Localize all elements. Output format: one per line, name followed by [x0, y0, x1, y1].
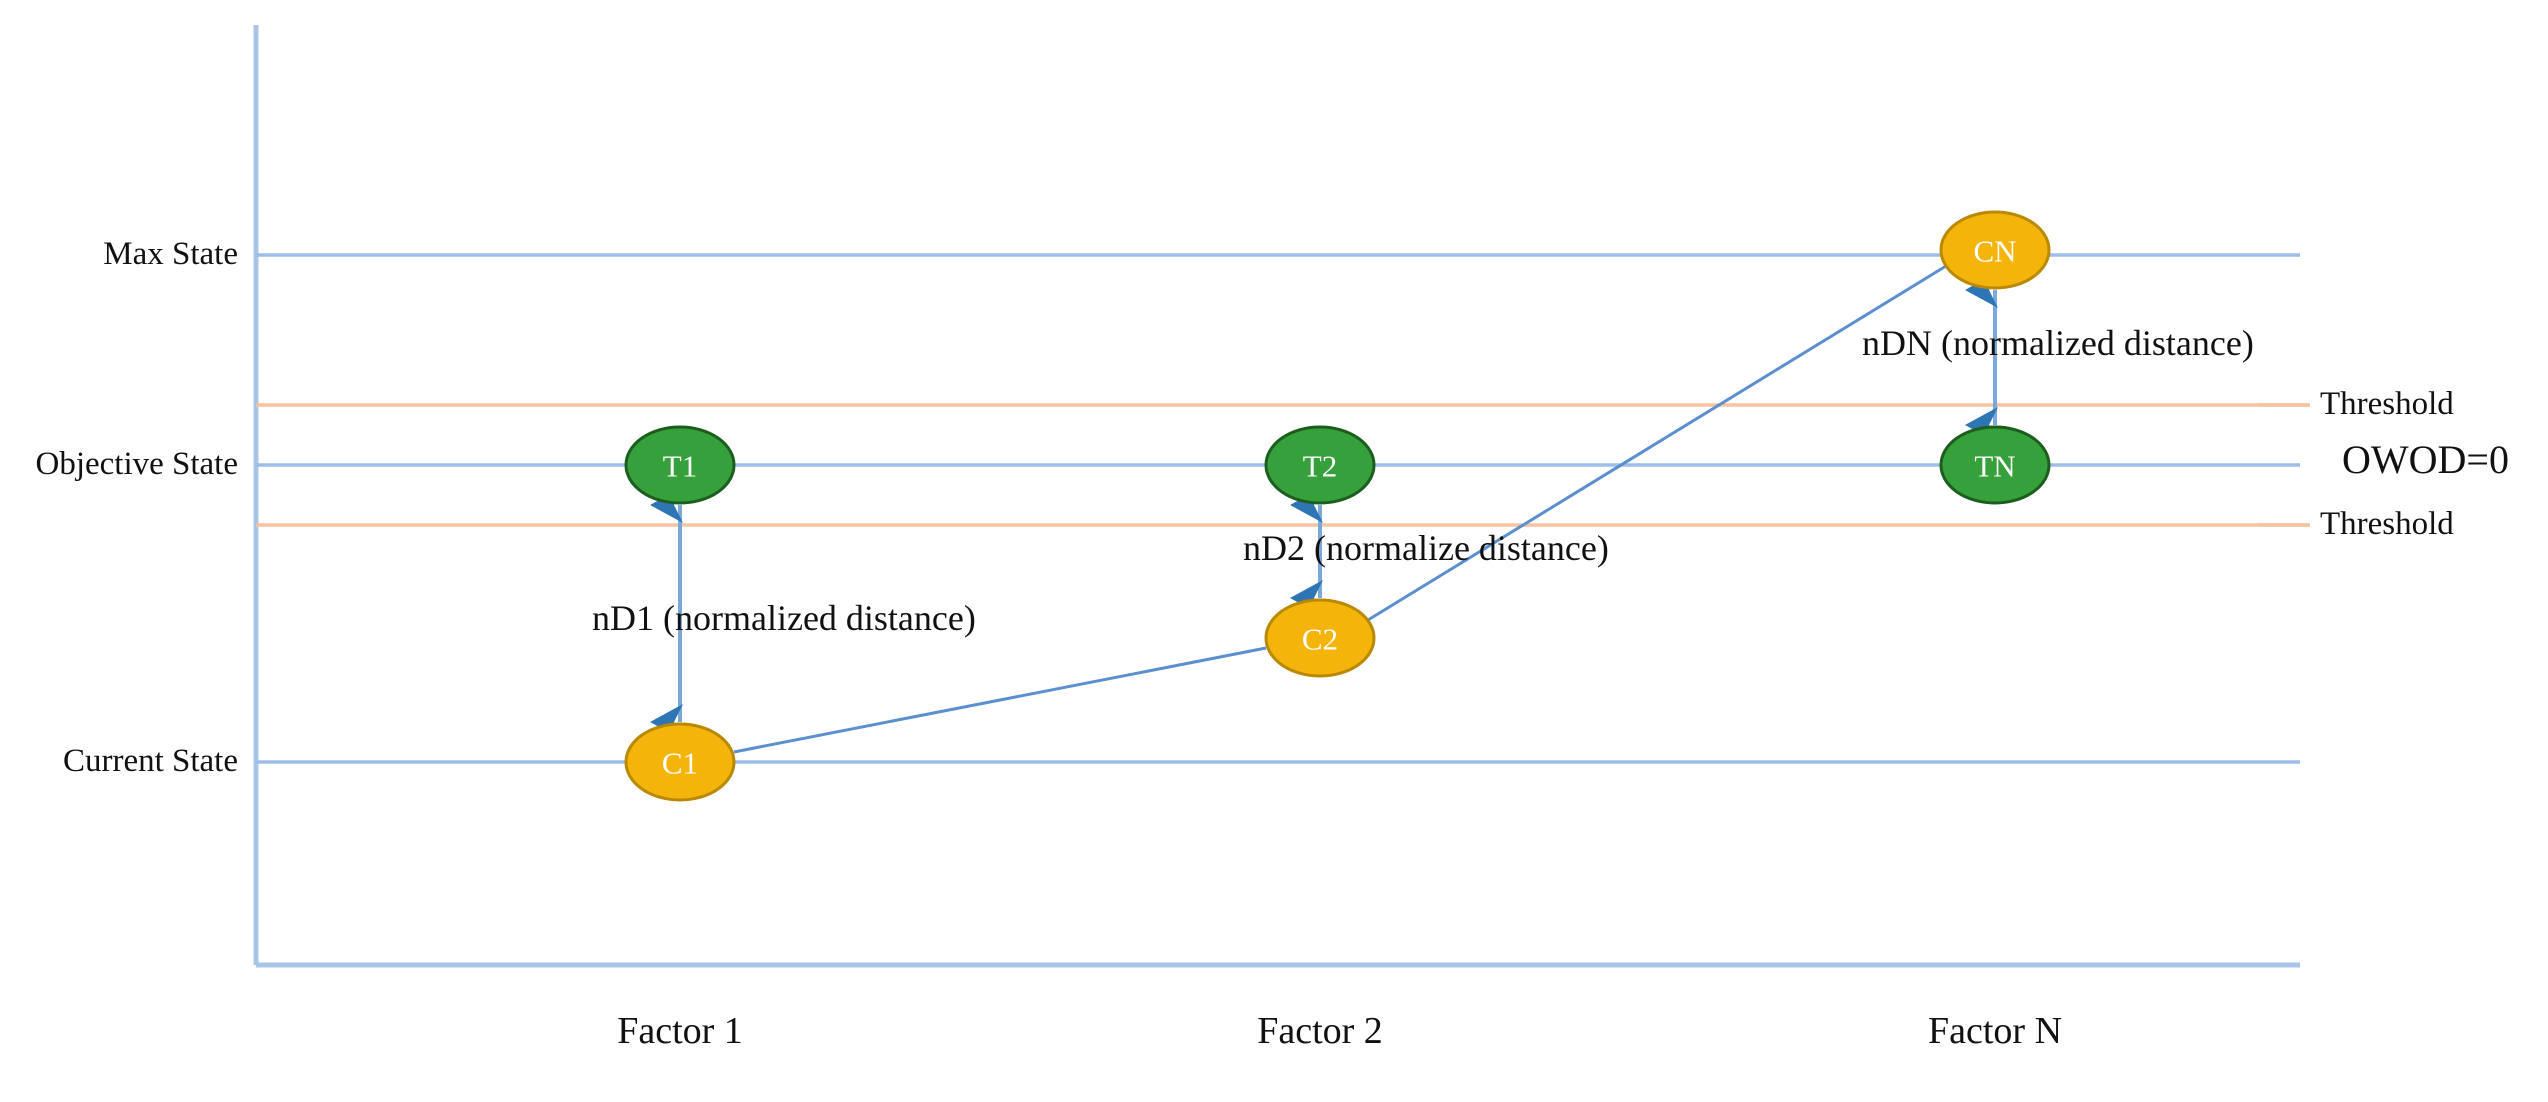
x-label-factor-1: Factor 1: [617, 1010, 743, 1052]
node-t1-label: T1: [663, 449, 697, 484]
node-t1[interactable]: T1: [624, 425, 736, 505]
y-label-current-state: Current State: [62, 743, 238, 779]
y-label-max-state: Max State: [103, 236, 238, 272]
legend-threshold-upper-label: Threshold: [2320, 386, 2454, 422]
plot-axes: [253, 25, 2300, 968]
node-tn[interactable]: TN: [1939, 425, 2051, 505]
node-c1-shape[interactable]: [624, 722, 736, 802]
nd1-label: nD1 (normalized distance): [592, 598, 976, 638]
node-c2[interactable]: C2: [1264, 598, 1376, 678]
node-tn-shape[interactable]: [1939, 425, 2051, 505]
legend-threshold-lower-label: Threshold: [2320, 506, 2454, 542]
distance-arrows: [650, 272, 1998, 740]
x-label-factor-n: Factor N: [1927, 1010, 2063, 1052]
connector-c2-cn: [1367, 264, 1947, 622]
node-t1-shape[interactable]: [624, 425, 736, 505]
connector-c1-c2: [733, 646, 1267, 754]
node-tn-label: TN: [1974, 449, 2015, 484]
node-t2-label: T2: [1303, 449, 1337, 484]
node-cn[interactable]: CN: [1939, 210, 2051, 290]
nd2-label: nD2 (normalize distance): [1243, 528, 1609, 568]
node-c2-shape[interactable]: [1264, 598, 1376, 678]
legend-owod-label: OWOD=0: [2342, 437, 2509, 482]
y-label-objective-state: Objective State: [35, 446, 238, 482]
node-cn-label: CN: [1973, 234, 2016, 269]
x-label-factor-2: Factor 2: [1257, 1010, 1383, 1052]
node-t2-shape[interactable]: [1264, 425, 1376, 505]
node-c1[interactable]: C1: [624, 722, 736, 802]
node-c2-label: C2: [1302, 622, 1338, 657]
legend-swatches: [2258, 403, 2310, 527]
node-cn-shape[interactable]: [1939, 210, 2051, 290]
current-state-connectors: [733, 264, 1947, 754]
ndn-label: nDN (normalized distance): [1862, 323, 2254, 363]
node-c1-label: C1: [662, 746, 698, 781]
node-t2[interactable]: T2: [1264, 425, 1376, 505]
